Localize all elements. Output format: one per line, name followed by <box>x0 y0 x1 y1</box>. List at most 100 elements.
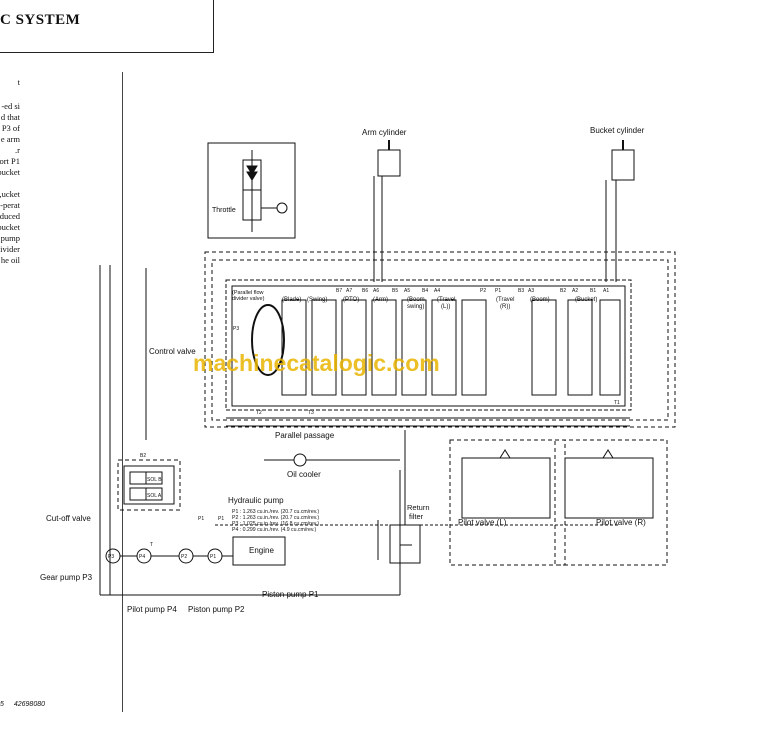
travel-r-label-2: (R)) <box>500 304 510 310</box>
flow-divider-label-2: divider valve) <box>232 296 265 302</box>
port-label: A6 <box>373 288 379 294</box>
throttle-box <box>207 142 296 239</box>
return-filter-label-2: filter <box>409 512 424 521</box>
travel-l-label: (Travel <box>437 297 455 303</box>
cut-off-valve-body <box>117 459 181 511</box>
sol-b-label: SOL B <box>147 477 162 483</box>
bucket-cylinder-label: Bucket cylinder <box>590 126 645 135</box>
boom-label: (Boom) <box>530 297 550 303</box>
travel-l-label-2: (L)) <box>441 304 450 310</box>
port-label: P1 <box>495 288 501 294</box>
flow-divider-highlight <box>251 304 285 376</box>
text-fragment: e arm <box>0 134 20 144</box>
control-valve-label: Control valve <box>149 347 196 356</box>
pump-spec-p1: P1 : 1.263 cu.in./rev. (20.7 cu.cm/rev.) <box>232 509 319 515</box>
port-label: P2 <box>480 288 486 294</box>
header-box: C SYSTEM <box>0 0 214 53</box>
piston-pump-p2-label: Piston pump P2 <box>188 605 245 614</box>
blade-label: (Blade) <box>282 297 301 303</box>
boom-swing-label-2: swing) <box>407 304 424 310</box>
port-label: T3 <box>308 410 314 416</box>
port-label: P1 <box>218 516 224 522</box>
pump-spec-p2: P2 : 1.263 cu.in./rev. (20.7 cu.cm/rev.) <box>232 515 319 521</box>
control-valve-body <box>225 279 632 411</box>
arm-label: (Arm) <box>373 297 388 303</box>
port-label: A1 <box>603 288 609 294</box>
port-label: B3 <box>518 288 524 294</box>
text-fragment: t <box>17 77 20 87</box>
engine-label: Engine <box>249 546 274 555</box>
text-fragment: pump <box>0 233 20 243</box>
pump-mark-p3: P3 <box>108 554 114 560</box>
port-label: B2 <box>140 453 146 459</box>
pilot-valve-r-body <box>564 457 654 519</box>
arm-cylinder-label: Arm cylinder <box>362 128 407 137</box>
piston-pump-p1-label: Piston pump P1 <box>262 590 319 599</box>
sol-a-label: SOL A <box>147 493 162 499</box>
pump-mark-p4: P4 <box>139 554 145 560</box>
port-label: A4 <box>434 288 440 294</box>
travel-r-label: (Travel <box>496 297 514 303</box>
port-label: P1 <box>198 516 204 522</box>
port-label: B1 <box>590 288 596 294</box>
port-label: T1 <box>614 400 620 406</box>
text-fragment: ed si- <box>1 101 20 111</box>
return-filter-label: Return <box>407 503 430 512</box>
port-label: B5 <box>392 288 398 294</box>
pilot-valve-r-label: Pilot valve (R) <box>596 518 646 527</box>
text-fragment: ucket, <box>0 189 20 199</box>
port-label: B4 <box>422 288 428 294</box>
pilot-valve-l-body <box>461 457 551 519</box>
text-fragment: d that <box>0 112 20 122</box>
bucket-cylinder <box>611 149 635 181</box>
pump-mark-p2: P2 <box>181 554 187 560</box>
engine-box <box>232 536 286 566</box>
text-fragment: P3 of <box>1 123 20 133</box>
parallel-passage-label: Parallel passage <box>275 431 335 440</box>
text-fragment: ivider <box>0 244 20 254</box>
port-label: P3 <box>233 326 239 332</box>
pump-spec-p3: P3 : 1.025 cu.in./rev. (16.8 cu.cm/rev.) <box>232 521 319 527</box>
text-fragment: he oil <box>0 255 20 265</box>
boom-swing-label: (Boom <box>407 297 425 303</box>
oil-cooler-label: Oil cooler <box>287 470 321 479</box>
port-label: T <box>150 542 153 548</box>
text-fragment: duced. <box>0 211 20 221</box>
port-label: B6 <box>362 288 368 294</box>
arm-cylinder <box>377 149 401 177</box>
page-footer: 5 42698080 <box>0 701 53 708</box>
gear-pump-label: Gear pump P3 <box>40 573 93 582</box>
page-number: 5 <box>0 701 4 708</box>
throttle-label: Throttle <box>212 207 236 214</box>
text-fragment: ort P1 <box>0 156 20 166</box>
bucket-label: (Bucket) <box>575 297 597 303</box>
port-label: B7 <box>336 288 342 294</box>
cut-off-valve-label: Cut-off valve <box>46 514 91 523</box>
text-fragment: perat- <box>0 200 20 210</box>
pump-spec-p4: P4 : 0.299 cu.in./rev. (4.9 cu.cm/rev.) <box>232 527 317 533</box>
pump-mark-p1: P1 <box>210 554 216 560</box>
port-label: A3 <box>528 288 534 294</box>
section-title: C SYSTEM <box>0 12 81 28</box>
watermark: machinecatalogic.com <box>193 350 440 376</box>
pilot-pump-label: Pilot pump P4 <box>127 605 177 614</box>
column-divider <box>122 72 123 712</box>
port-label: T2 <box>256 410 262 416</box>
pilot-valve-l-label: Pilot valve (L) <box>458 518 507 527</box>
text-fragment: r. <box>15 145 20 155</box>
swing-label: (Swing) <box>307 297 327 303</box>
text-fragment: bucket <box>0 222 20 232</box>
port-label: B2 <box>560 288 566 294</box>
valve-spools <box>281 299 621 396</box>
port-label: A5 <box>404 288 410 294</box>
document-code: 42698080 <box>13 701 46 708</box>
text-fragment: bucket <box>0 167 20 177</box>
flow-divider-label: (Parallel flow <box>232 290 264 296</box>
hydraulic-pump-label: Hydraulic pump <box>228 496 284 505</box>
port-label: A7 <box>346 288 352 294</box>
port-label: A2 <box>572 288 578 294</box>
pto-label: (PTO) <box>343 297 359 303</box>
